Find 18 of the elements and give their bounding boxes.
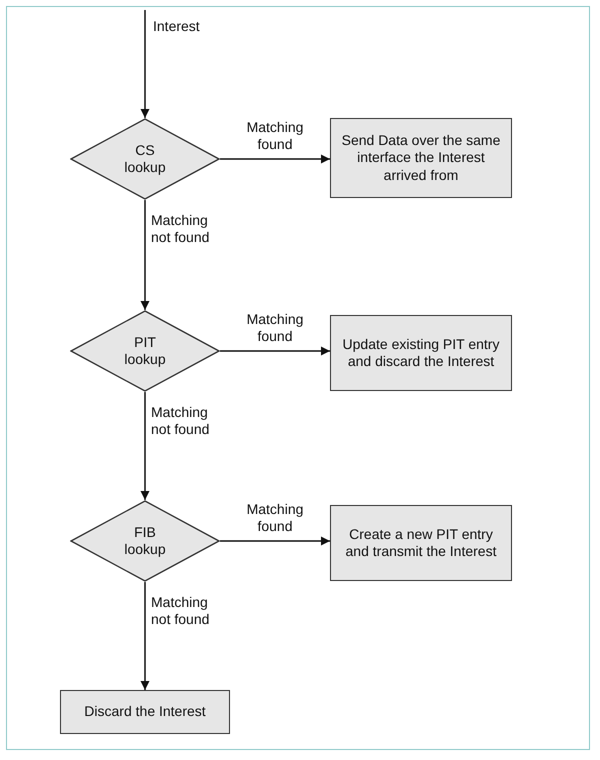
process-box (330, 315, 512, 391)
decision-label: FIB lookup (123, 524, 167, 558)
process-text: Create a new PIT entry and transmit the Interest (344, 526, 498, 560)
decision-label: CS lookup (123, 142, 167, 176)
process-text: Discard the Interest (84, 703, 206, 721)
decision-label: PIT lookup (123, 334, 167, 368)
arrow (220, 346, 330, 356)
process-box (60, 690, 230, 734)
arrow (140, 582, 150, 690)
process-text: Send Data over the same interface the Interest arrived from (340, 132, 502, 184)
arrow (220, 154, 330, 164)
arrow (220, 536, 330, 546)
arrow (140, 200, 150, 310)
process-box (330, 505, 512, 581)
arrow (140, 392, 150, 500)
arrow (140, 10, 150, 118)
process-text: Update existing PIT entry and discard the Interest (342, 336, 500, 370)
process-box (330, 118, 512, 198)
